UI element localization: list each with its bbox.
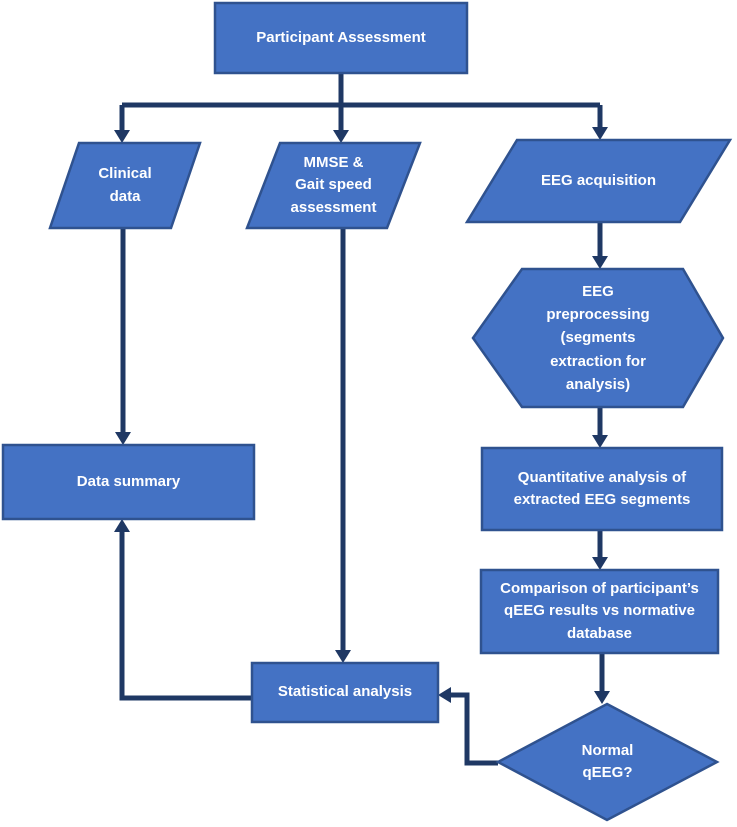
node-data-summary-shape [1, 443, 256, 521]
node-quantitative-analysis-shape [480, 446, 724, 532]
arrowhead-eeg [592, 127, 608, 140]
node-normal-qeeg-shape [495, 702, 720, 822]
arrowhead-summary-bottom [114, 519, 130, 532]
node-participant-assessment-shape [213, 1, 469, 75]
arrowhead-statistical-right [438, 687, 451, 703]
arrowhead-clinical [114, 130, 130, 143]
arrowhead-preprocessing [592, 256, 608, 269]
node-statistical-analysis-shape [250, 661, 440, 724]
arrowhead-comparison [592, 557, 608, 570]
arrowhead-quantitative [592, 435, 608, 448]
arrowhead-statistical-top [335, 650, 351, 663]
arrowhead-diamond [594, 691, 610, 704]
node-clinical-data-shape [48, 141, 202, 230]
node-eeg-acquisition-shape [464, 138, 733, 224]
edge-statistical-to-summary [119, 532, 252, 701]
arrowhead-mmse [333, 130, 349, 143]
node-mmse-gait-shape [245, 141, 422, 230]
edge-diamond-to-statistical [451, 692, 498, 766]
node-comparison-shape [479, 568, 720, 655]
node-eeg-preprocessing-shape [471, 267, 725, 409]
arrowhead-summary-top [115, 432, 131, 445]
